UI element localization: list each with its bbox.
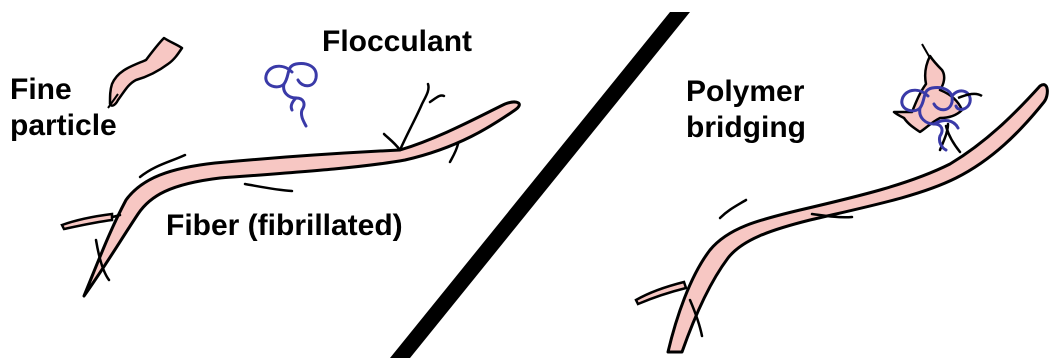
polymer-bridging-label: Polymer bridging — [686, 74, 806, 146]
fiber-tail-left — [62, 214, 112, 229]
fine-particle-label-line-2: particle — [10, 108, 117, 144]
polymer-bridging-label-line-2: bridging — [686, 110, 806, 146]
flocculant-label: Flocculant — [322, 24, 472, 60]
fiber-tail-right — [636, 282, 686, 304]
fine-particle — [110, 38, 182, 106]
fiber-label: Fiber (fibrillated) — [166, 208, 403, 244]
fibrils-right — [690, 124, 960, 336]
attached-particle-spike — [922, 44, 930, 58]
panel-divider — [390, 12, 690, 358]
flocculant-coil — [266, 64, 316, 126]
polymer-bridging-label-line-1: Polymer — [686, 74, 806, 110]
fine-particle-label-line-1: Fine — [10, 72, 117, 108]
fine-particle-label: Fine particle — [10, 72, 117, 144]
fiber-left — [84, 102, 519, 296]
